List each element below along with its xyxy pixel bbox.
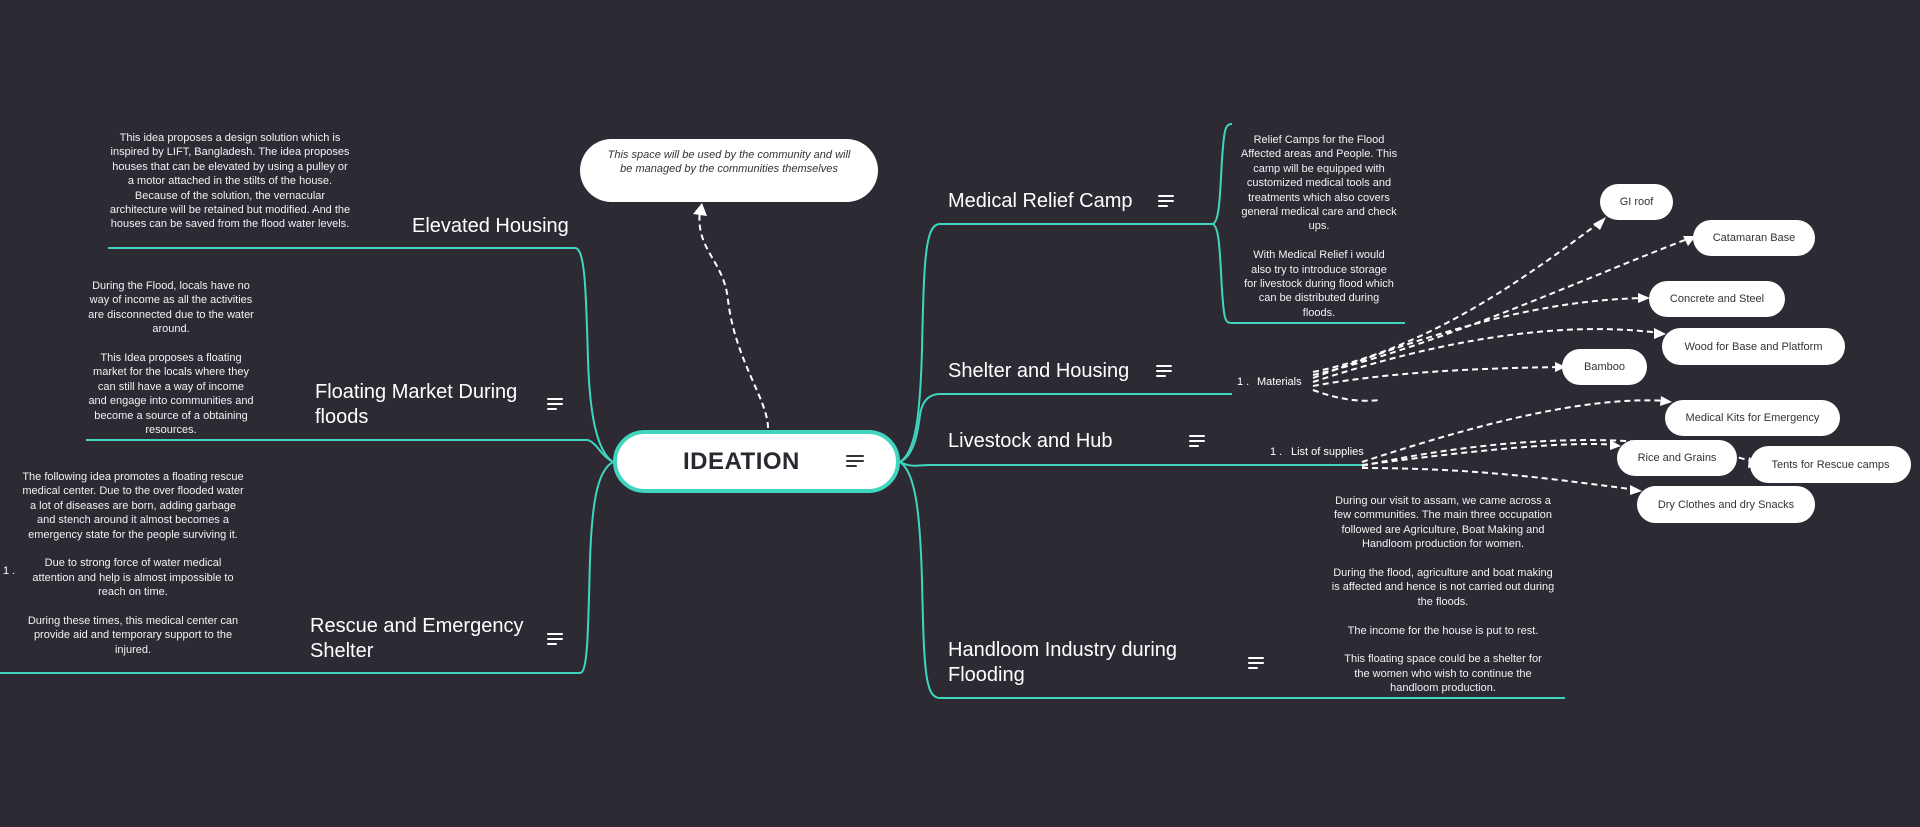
floating-market-note: During the Flood, locals have no way of …: [88, 279, 254, 437]
link-rice-grains: [1361, 443, 1618, 466]
branch-handloom-industry[interactable]: Handloom Industry during Flooding: [948, 639, 1178, 686]
link-tents: [1361, 439, 1758, 467]
connector-elevated-housing: [108, 247, 614, 463]
rescue-notes-icon[interactable]: [547, 633, 563, 645]
arrowhead-gi-roof: [1593, 217, 1606, 230]
handloom-note: During our visit to assam, we came acros…: [1328, 494, 1558, 696]
branch-shelter-housing[interactable]: Shelter and Housing: [948, 360, 1130, 382]
central-topic-label: IDEATION: [683, 448, 800, 475]
arrowhead-medical-kits: [1660, 396, 1672, 406]
connector-rescue-shelter: [0, 461, 614, 674]
materials-list-marker: 1 .: [1237, 376, 1250, 388]
arrowhead-bamboo: [1555, 362, 1566, 372]
floating-market-note-2: This Idea proposes a floating market for…: [88, 352, 254, 437]
supplies-list-marker: 1 .: [1270, 446, 1283, 458]
medical-relief-note: Relief Camps for the Flood Affected area…: [1236, 133, 1402, 320]
connector-medical-note-2: [1211, 223, 1405, 324]
branch-elevated-housing[interactable]: Elevated Housing: [412, 215, 569, 237]
connector-handloom: [899, 461, 1565, 699]
material-wood-base-platform[interactable]: Wood for Base and Platform: [1662, 328, 1845, 365]
rescue-note-1: The following idea promotes a floating r…: [22, 471, 244, 541]
elevated-housing-note: This idea proposes a design solution whi…: [109, 132, 351, 231]
supply-rice-grains[interactable]: Rice and Grains: [1617, 440, 1737, 476]
connector-floating-market: [86, 439, 614, 463]
community-callout[interactable]: This space will be used by the community…: [580, 139, 878, 202]
callout-arrow: [698, 209, 769, 429]
branch-livestock-hub[interactable]: Livestock and Hub: [948, 430, 1113, 452]
arrowhead-rice: [1610, 440, 1621, 450]
callout-arrowhead: [693, 203, 707, 216]
rescue-shelter-note: The following idea promotes a floating r…: [20, 470, 246, 657]
arrowhead-concrete: [1638, 293, 1650, 303]
material-bamboo[interactable]: Bamboo: [1562, 349, 1647, 385]
medical-note-1: Relief Camps for the Flood Affected area…: [1240, 134, 1398, 233]
notes-icon[interactable]: [846, 455, 864, 467]
link-wood-base: [1312, 328, 1661, 383]
branch-rescue-shelter[interactable]: Rescue and Emergency Shelter: [310, 615, 524, 662]
handloom-note-1: During our visit to assam, we came acros…: [1333, 495, 1553, 551]
floating-market-notes-icon[interactable]: [547, 398, 563, 410]
material-concrete-steel[interactable]: Concrete and Steel: [1649, 281, 1785, 317]
connector-livestock-hub: [899, 461, 1365, 467]
rescue-list-marker: 1 .: [3, 565, 16, 577]
medical-note-2: With Medical Relief i would also try to …: [1244, 249, 1394, 319]
central-topic-ideation[interactable]: IDEATION: [613, 430, 900, 493]
link-gi-roof: [1312, 221, 1601, 373]
link-concrete-steel: [1312, 297, 1646, 379]
supply-medical-kits[interactable]: Medical Kits for Emergency: [1665, 400, 1840, 436]
handloom-note-4: This floating space could be a shelter f…: [1344, 653, 1542, 695]
material-gi-roof[interactable]: GI roof: [1600, 184, 1673, 220]
handloom-note-3: The income for the house is put to rest.: [1347, 624, 1539, 637]
material-catamaran-base[interactable]: Catamaran Base: [1693, 220, 1815, 256]
livestock-notes-icon[interactable]: [1189, 435, 1205, 447]
link-dry-clothes: [1361, 467, 1639, 491]
rescue-note-3: During these times, this medical center …: [27, 615, 239, 656]
floating-market-note-1: During the Flood, locals have no way of …: [88, 280, 254, 336]
materials-list-label[interactable]: Materials: [1257, 376, 1302, 388]
link-bamboo: [1312, 366, 1563, 387]
rescue-note-2: Due to strong force of water medical att…: [32, 557, 234, 599]
arrowhead-catamaran: [1683, 236, 1696, 246]
connector-medical-note: [1211, 123, 1233, 225]
medical-notes-icon[interactable]: [1158, 195, 1174, 207]
supply-dry-clothes[interactable]: Dry Clothes and dry Snacks: [1637, 486, 1815, 523]
supply-tents[interactable]: Tents for Rescue camps: [1750, 446, 1911, 483]
link-materials-tail: [1312, 389, 1381, 402]
supplies-list-label[interactable]: List of supplies: [1291, 446, 1364, 458]
handloom-note-2: During the flood, agriculture and boat m…: [1331, 567, 1555, 608]
link-medical-kits: [1361, 399, 1669, 463]
arrowhead-wood: [1654, 328, 1666, 339]
branch-medical-relief-camp[interactable]: Medical Relief Camp: [948, 190, 1133, 212]
connector-shelter-housing: [899, 393, 1232, 463]
handloom-notes-icon[interactable]: [1248, 657, 1264, 669]
arrowhead-dry-clothes: [1630, 485, 1642, 495]
callout-text: This space will be used by the community…: [607, 149, 851, 175]
shelter-notes-icon[interactable]: [1156, 365, 1172, 377]
link-catamaran-base: [1312, 237, 1691, 376]
connector-medical-relief: [899, 223, 1212, 463]
branch-floating-market[interactable]: Floating Market During floods: [315, 381, 518, 428]
